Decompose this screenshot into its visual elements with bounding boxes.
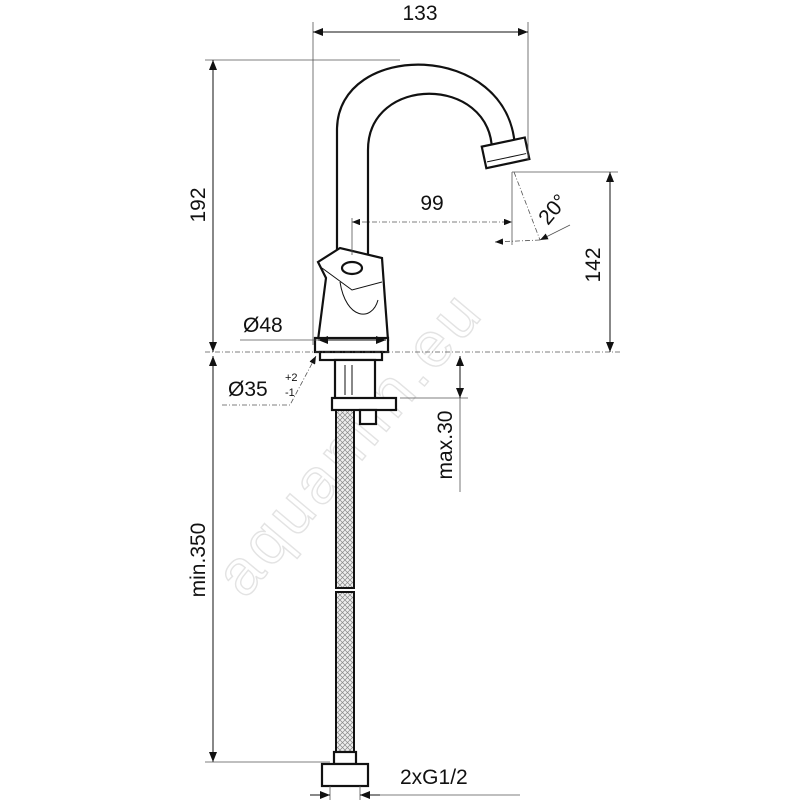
- dim-body-diameter: Ø48: [243, 314, 283, 337]
- flexible-hose: [320, 409, 370, 788]
- dim-height-192: 192: [187, 187, 210, 222]
- mounting-shank: [330, 358, 398, 426]
- dim-hole-diameter: Ø35: [228, 378, 268, 401]
- tolerance-plus: +2: [285, 372, 298, 384]
- dim-connection-thread: 2xG1/2: [400, 766, 468, 789]
- dim-width-133: 133: [402, 2, 437, 25]
- dim-hose-min-350: min.350: [187, 523, 210, 598]
- dim-max-30: max.30: [434, 411, 457, 480]
- faucet-spout: [335, 63, 531, 350]
- dim-angle-20: 20°: [534, 190, 572, 229]
- dim-outlet-142: 142: [582, 247, 605, 282]
- tolerance-minus: -1: [285, 387, 295, 399]
- faucet-body: [313, 246, 390, 362]
- dim-reach-99: 99: [420, 192, 443, 215]
